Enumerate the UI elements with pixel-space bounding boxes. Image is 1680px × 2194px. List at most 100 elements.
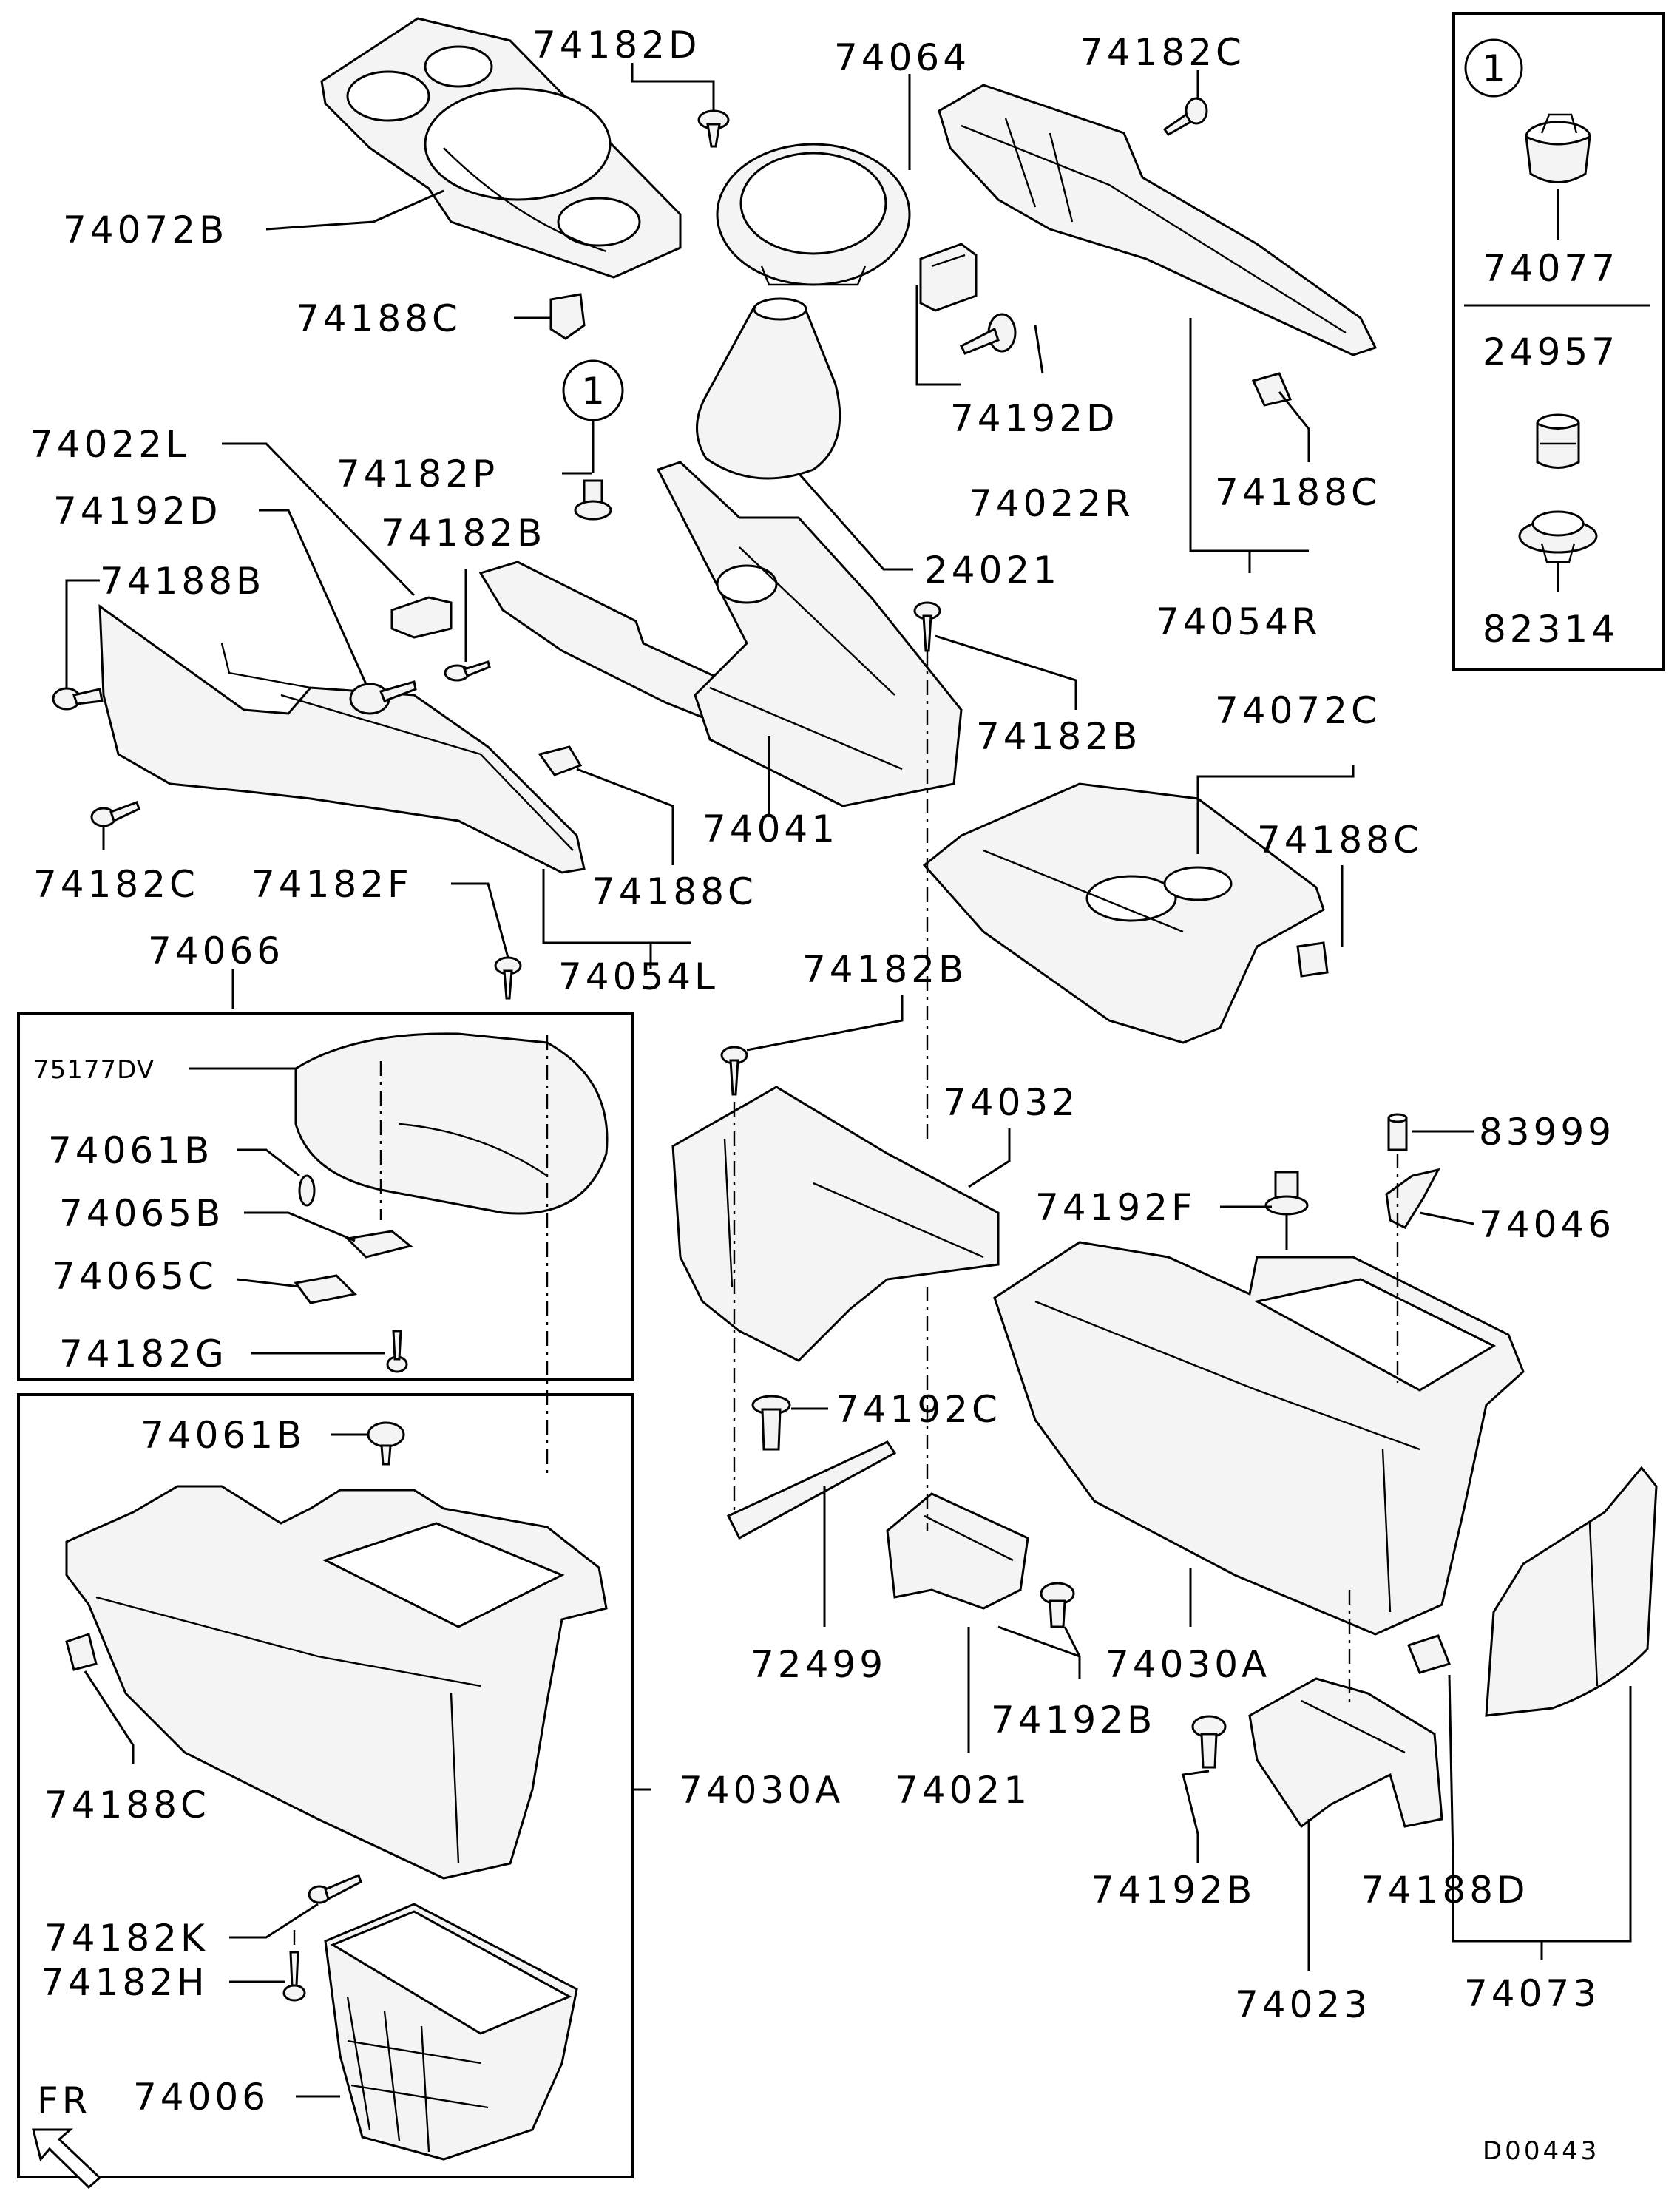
part-74023	[1248, 1677, 1443, 1829]
console-group-frame	[17, 1393, 634, 2178]
label-74182K: 74182K	[44, 1917, 209, 1960]
label-74064: 74064	[834, 36, 970, 79]
inset-part-24957	[1536, 413, 1580, 469]
label-74182F: 74182F	[251, 863, 413, 906]
part-74072B	[320, 17, 682, 279]
part-74061B-top	[298, 1174, 316, 1207]
part-74182B-left	[444, 660, 491, 682]
part-74182B-low	[720, 1046, 748, 1096]
label-74061B-low: 74061B	[140, 1414, 305, 1457]
label-74072C: 74072C	[1215, 689, 1381, 732]
label-74072B: 74072B	[63, 209, 228, 251]
part-74006	[324, 1903, 578, 2161]
label-74182H: 74182H	[41, 1961, 209, 2004]
armrest-group-frame	[17, 1012, 634, 1381]
label-72499: 72499	[751, 1643, 887, 1686]
label-74041: 74041	[702, 807, 839, 850]
callout-marker-inset: 1	[1464, 38, 1523, 98]
callout-marker-inset-label: 1	[1482, 47, 1505, 90]
part-74192B-low	[1191, 1715, 1227, 1769]
callout-marker-label: 1	[581, 370, 605, 413]
label-inset-82314: 82314	[1483, 608, 1619, 651]
diagram-code: D00443	[1483, 2136, 1599, 2166]
part-72499	[726, 1440, 897, 1540]
front-direction-indicator: FR	[32, 2079, 102, 2190]
callout-marker-diagram: 1	[562, 359, 624, 473]
label-74073: 74073	[1464, 1972, 1600, 2015]
part-74021	[886, 1492, 1029, 1610]
label-74182B-low: 74182B	[802, 948, 967, 991]
part-74182K	[308, 1873, 362, 1904]
label-74182D: 74182D	[532, 24, 701, 67]
part-74032	[671, 1086, 1000, 1362]
label-74022R: 74022R	[969, 482, 1134, 525]
label-74065B: 74065B	[59, 1192, 224, 1235]
label-74188C-box: 74188C	[44, 1784, 210, 1826]
label-74188C-top: 74188C	[296, 297, 461, 340]
inset-part-82314	[1518, 510, 1598, 592]
leader-lines	[65, 63, 1632, 2098]
part-74188C-c	[1296, 941, 1329, 978]
part-74188C-top	[549, 293, 586, 340]
part-74188D	[1407, 1634, 1451, 1674]
label-83999: 83999	[1479, 1111, 1615, 1154]
label-74182B-left: 74182B	[381, 512, 546, 555]
label-74192B-low: 74192B	[1091, 1869, 1256, 1912]
part-74054L	[98, 603, 586, 874]
label-74192D-left: 74192D	[53, 490, 222, 532]
part-74073	[1485, 1466, 1658, 1717]
part-74188C-box	[65, 1633, 98, 1671]
part-74192C	[751, 1395, 791, 1451]
part-74064	[716, 143, 911, 286]
part-74182G	[386, 1330, 408, 1373]
label-24021: 24021	[924, 549, 1060, 592]
label-74065C: 74065C	[52, 1255, 217, 1298]
part-74041	[478, 461, 963, 807]
label-74182P: 74182P	[336, 453, 498, 495]
front-indicator-label: FR	[37, 2079, 92, 2122]
front-arrow-icon	[32, 2128, 102, 2190]
label-74188C-c: 74188C	[1257, 819, 1423, 861]
part-74182C-left	[90, 801, 140, 827]
part-74072C	[922, 782, 1325, 1044]
label-74192C: 74192C	[836, 1388, 1001, 1431]
inset-legend-frame	[1452, 12, 1665, 671]
label-74182C-top: 74182C	[1080, 31, 1245, 74]
label-74030A-right: 74030A	[1105, 1643, 1270, 1686]
label-75177DV: 75177DV	[33, 1055, 155, 1085]
part-74022L	[390, 596, 453, 639]
part-74182B-mid	[913, 601, 941, 652]
part-74065C	[294, 1274, 358, 1304]
label-74023: 74023	[1235, 1983, 1371, 2026]
part-74022R	[919, 243, 978, 312]
part-labels: 74182D 74064 74182C 74072B 74188C 74192D…	[30, 24, 1615, 2119]
part-74188C-right	[1251, 372, 1293, 407]
part-74192F	[1264, 1171, 1309, 1250]
part-74182P	[574, 479, 612, 521]
part-74182H	[282, 1951, 306, 2002]
inset-labels: 74077 24957 82314	[1483, 247, 1619, 651]
label-74182C-left: 74182C	[33, 863, 199, 906]
label-74192F: 74192F	[1035, 1186, 1196, 1229]
label-74054R: 74054R	[1156, 600, 1321, 643]
inset-part-74077	[1525, 113, 1591, 237]
part-74188B	[52, 687, 104, 711]
label-74192D-top: 74192D	[950, 397, 1119, 440]
part-74046	[1385, 1168, 1440, 1229]
label-74006: 74006	[133, 2076, 269, 2119]
part-74065B	[345, 1230, 413, 1259]
label-74182G: 74182G	[59, 1333, 228, 1375]
part-74030A-left	[65, 1485, 608, 1880]
label-74021: 74021	[895, 1769, 1031, 1812]
part-74192D-top	[959, 313, 1017, 355]
part-74182C-top	[1162, 97, 1208, 136]
part-24021	[696, 297, 841, 480]
part-74182D	[697, 109, 730, 148]
label-74188D: 74188D	[1361, 1869, 1529, 1912]
label-74066: 74066	[148, 930, 284, 972]
label-inset-24957: 24957	[1483, 331, 1619, 373]
label-74188C-right: 74188C	[1215, 471, 1381, 514]
part-74066	[294, 1032, 609, 1215]
label-74182B-mid: 74182B	[976, 715, 1141, 758]
label-74061B-top: 74061B	[48, 1129, 213, 1172]
